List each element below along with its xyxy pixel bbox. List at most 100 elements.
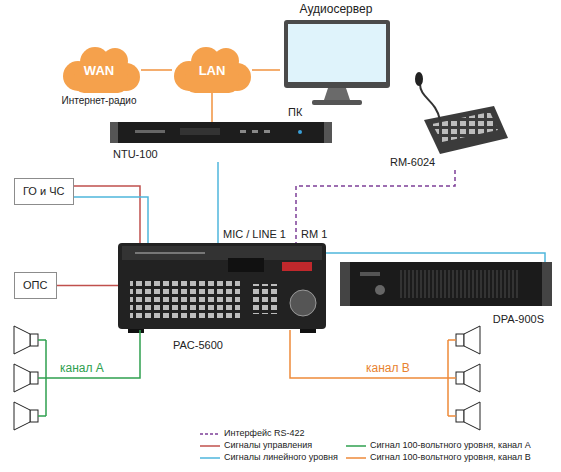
speaker-icon-part [14,402,30,430]
remote-mic-console [415,72,508,154]
node-label: RM-6024 [390,156,435,169]
monitor-illustration-part [324,88,350,100]
legend-line [346,445,366,447]
speaker-icon-part [30,334,38,346]
pac-device-part [300,329,316,333]
channel-label: канал В [366,361,410,375]
ntu-device-part [324,122,332,143]
ntu-device-part [240,130,246,133]
speaker-icon-part [30,372,38,384]
amplifier-device-part [340,262,350,306]
remote-mic-console-part [415,72,423,86]
legend-row: Сигнал 100-вольтного уровня, канал В [346,452,531,463]
pac-device-part [122,246,322,260]
pac-device-part [228,258,264,272]
amplifier-device-part [375,285,385,295]
ntu-device-part [298,130,302,134]
speaker-icon-part [456,372,464,384]
amplifier-device-part [400,270,520,298]
monitor-illustration-part [312,100,362,105]
legend-row: Сигнал 100-вольтного уровня, канал А [346,440,531,451]
speaker-icon-part [14,364,30,392]
device-node: NTU-100 [110,122,332,162]
amplifier-device-part [542,262,552,306]
signal-connector [252,69,280,71]
legend-text: Интерфейс RS-422 [224,428,304,438]
legend-swatch [346,452,368,463]
pac-device-part [118,243,326,329]
ntu-device-part [180,128,220,135]
pac-device-part [130,280,240,320]
ntu-device-part [135,130,165,133]
legend-line [200,433,220,435]
legend-swatch [200,428,222,439]
legend-line [346,457,366,459]
system-box: ГО и ЧС [14,178,74,205]
speaker-icon-part [464,326,480,354]
signal-connector [74,186,140,243]
legend-swatch [200,440,222,451]
channel-b-wire-part [290,330,456,416]
channel-a-wire [38,330,140,416]
speaker-icon-part [14,326,30,354]
node-label: Интернет-радио [57,95,141,107]
amplifier-device-part [340,262,552,306]
device-node: RM-6024 [385,72,505,170]
speaker-icon-part [456,410,464,422]
pac-device-part [282,262,312,271]
ntu-device-part [110,122,118,143]
ntu-device-part [252,130,258,133]
legend-line [200,457,220,459]
signal-connector [326,253,545,262]
node-label: ОПС [23,279,48,292]
device-node: WAN Интернет-радио [57,47,141,109]
node-label: ПК [288,106,302,119]
node-label: LAN [172,63,252,78]
port-label: MIC / LINE 1 [223,227,286,241]
legend-swatch [346,440,368,451]
ntu-device-part [264,130,270,133]
legend-row: Сигналы управления [200,440,312,451]
monitor-illustration-part [288,24,386,82]
ntu-device [110,122,332,143]
pac-device-part [128,329,144,333]
signal-connector [74,197,148,243]
ntu-device-part [110,122,332,143]
node-label: WAN [57,63,141,78]
legend-text: Сигнал 100-вольтного уровня, канал В [370,452,531,462]
legend-swatch [200,452,222,463]
port-label: RM 1 [301,227,327,241]
signal-connector [211,93,213,122]
speaker-icon-part [30,410,38,422]
legend-line [200,445,220,447]
legend-text: Сигналы управления [224,440,312,450]
signal-connector [57,285,118,287]
node-label: Аудиосервер [280,2,392,16]
device-node: LAN [172,47,252,93]
amplifier-device-part [360,272,380,276]
pac-device [118,243,326,333]
node-label: DPA-900S [493,313,544,326]
device-node: DPA-900S [340,262,552,328]
monitor-illustration-part [284,20,390,88]
device-node: АудиосерверПК [280,2,392,120]
channel-b-wire [290,330,456,416]
node-label: PAC-5600 [173,339,223,352]
speaker-icon-part [464,364,480,392]
pac-device-part [135,252,205,254]
monitor-illustration [284,20,390,105]
signal-connector [217,162,219,243]
channel-label: канал А [60,361,104,375]
signal-connector [141,69,172,71]
speaker-icon-part [456,334,464,346]
channel-a-wire-part [38,330,140,416]
remote-mic-console-part [424,106,508,154]
legend-row: Сигналы линейного уровня [200,452,338,463]
legend-text: Сигнал 100-вольтного уровня, канал А [370,440,531,450]
pac-device-part [250,284,280,314]
remote-mic-console-part [432,112,498,142]
legend-row: Интерфейс RS-422 [200,428,304,439]
signal-connector [296,170,455,243]
amplifier-device [340,262,552,306]
